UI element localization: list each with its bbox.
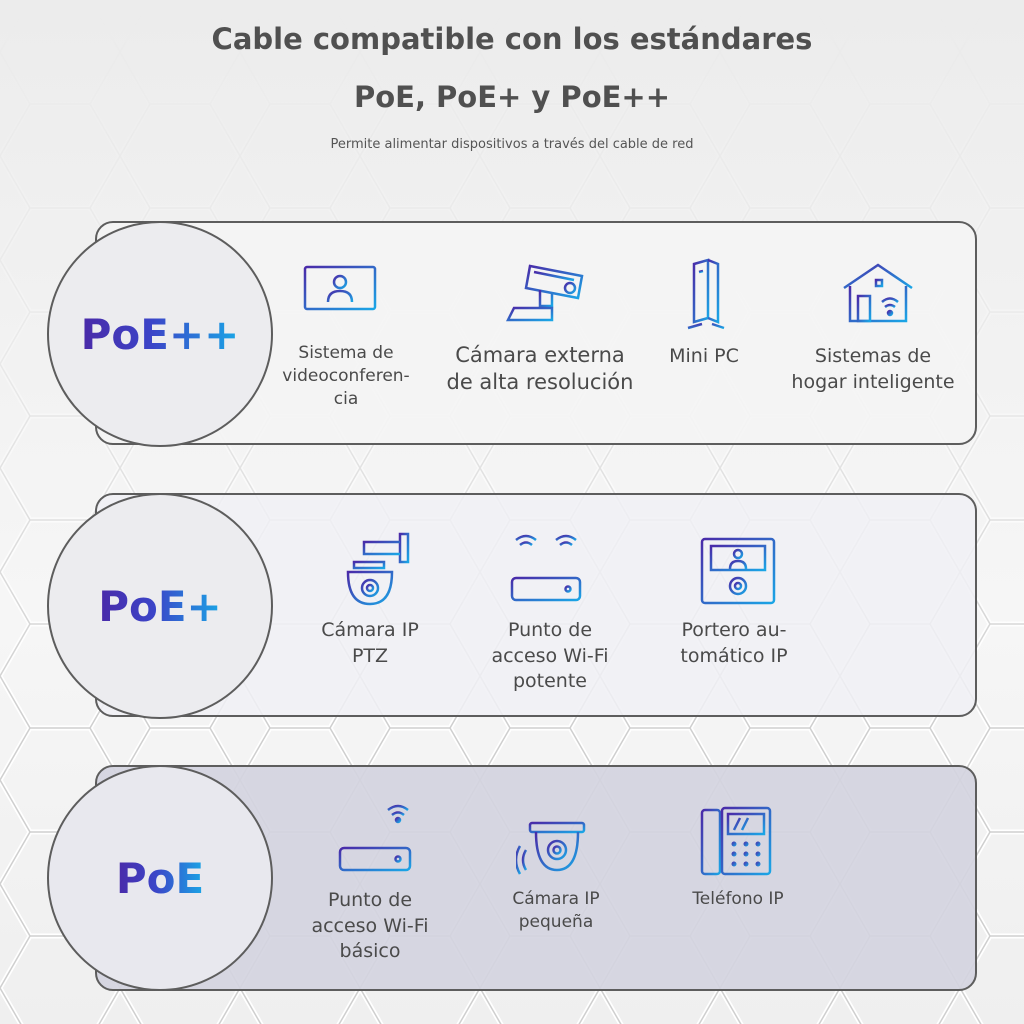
device-label: Sistemas de hogar inteligente xyxy=(791,345,955,393)
standard-label: PoE xyxy=(115,853,205,903)
intercom-icon xyxy=(700,537,776,605)
poe-plus-plus-badge: PoE++ xyxy=(47,221,273,447)
page-subtitle: Permite alimentar dispositivos a través … xyxy=(330,137,694,152)
wifi-router-icon xyxy=(338,804,412,872)
ip-phone-icon xyxy=(700,806,772,876)
page-title-line1: Cable compatible con los estándares xyxy=(211,22,813,56)
mini-pc-icon xyxy=(687,258,725,330)
device-label: Cámara IP pequeña xyxy=(512,889,600,932)
device-label: Cámara externa de alta resolución xyxy=(446,343,634,395)
device-label: Punto de acceso Wi-Fi básico xyxy=(311,889,429,963)
device-label: Punto de acceso Wi-Fi potente xyxy=(491,619,609,693)
page-title-line2: PoE, PoE+ y PoE++ xyxy=(353,80,671,114)
ptz-camera-icon xyxy=(346,532,410,606)
poe-badge: PoE xyxy=(47,765,273,991)
dome-camera-icon xyxy=(516,821,586,875)
device-label: Cámara IP PTZ xyxy=(321,619,419,667)
poe-plus-badge: PoE+ xyxy=(47,493,273,719)
video-conference-icon xyxy=(303,265,377,321)
smart-home-icon xyxy=(843,263,913,323)
device-label: Portero au- tomático IP xyxy=(680,619,788,667)
device-label: Sistema de videoconferen- cia xyxy=(282,343,410,409)
device-label: Teléfono IP xyxy=(692,889,784,909)
security-camera-icon xyxy=(505,264,584,322)
device-label: Mini PC xyxy=(669,345,739,367)
standard-label: PoE++ xyxy=(80,309,240,359)
standard-label: PoE+ xyxy=(98,581,222,631)
wifi-router-dual-antenna-icon xyxy=(510,534,582,602)
